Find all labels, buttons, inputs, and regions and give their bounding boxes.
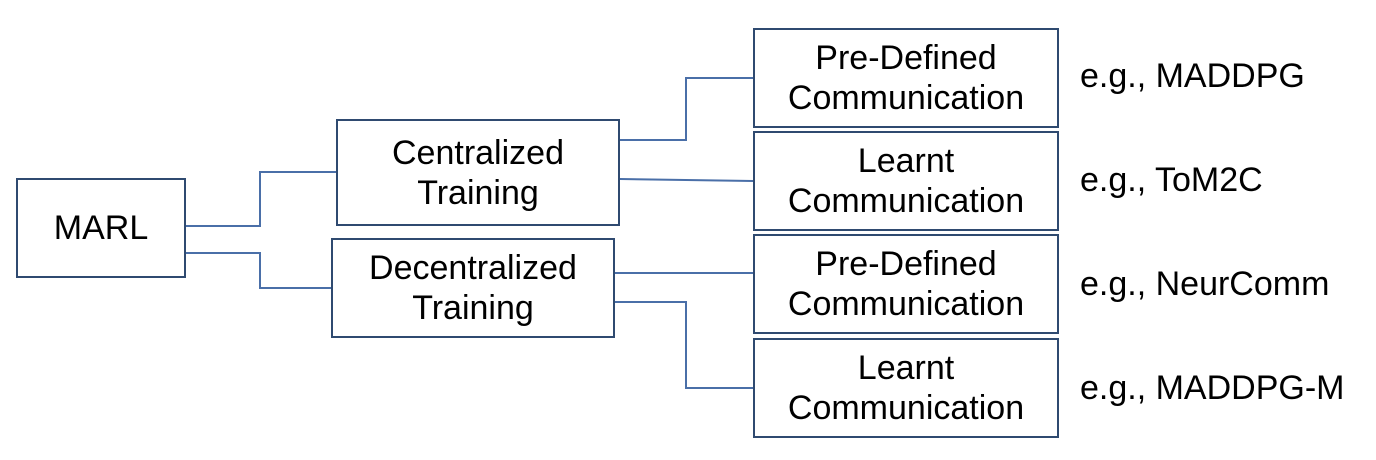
- decentralized-training-node: Decentralized Training: [331, 238, 615, 338]
- communication-line2: Communication: [787, 389, 1025, 427]
- example-maddpg: e.g., MADDPG: [1080, 57, 1305, 95]
- connector-centralized-learnt: [619, 178, 754, 182]
- connector-decentralized-learnt: [615, 301, 753, 389]
- centralized-training-line1: Centralized: [392, 133, 564, 172]
- example-maddpg-m: e.g., MADDPG-M: [1080, 369, 1345, 407]
- decentralized-predefined-communication-node: Pre-Defined Communication: [753, 234, 1059, 334]
- centralized-predefined-communication-node: Pre-Defined Communication: [753, 28, 1059, 128]
- communication-line1: Pre-Defined: [815, 39, 997, 77]
- communication-line1: Pre-Defined: [815, 245, 997, 283]
- decentralized-learnt-communication-node: Learnt Communication: [753, 338, 1059, 438]
- marl-label: MARL: [53, 209, 149, 247]
- connector-marl-centralized: [186, 171, 336, 227]
- communication-line2: Communication: [787, 285, 1025, 323]
- centralized-training-line2: Training: [417, 173, 539, 212]
- marl-node: MARL: [16, 178, 186, 278]
- example-tom2c: e.g., ToM2C: [1080, 161, 1263, 199]
- example-neurcomm: e.g., NeurComm: [1080, 265, 1330, 303]
- connector-centralized-predefined: [620, 77, 753, 141]
- centralized-training-node: Centralized Training: [336, 119, 620, 226]
- communication-line2: Communication: [787, 182, 1025, 220]
- communication-line1: Learnt: [857, 142, 955, 180]
- connector-marl-decentralized: [186, 252, 331, 289]
- communication-line1: Learnt: [857, 349, 955, 387]
- communication-line2: Communication: [787, 79, 1025, 117]
- centralized-learnt-communication-node: Learnt Communication: [753, 131, 1059, 231]
- decentralized-training-line2: Training: [412, 289, 534, 327]
- decentralized-training-line1: Decentralized: [369, 249, 577, 287]
